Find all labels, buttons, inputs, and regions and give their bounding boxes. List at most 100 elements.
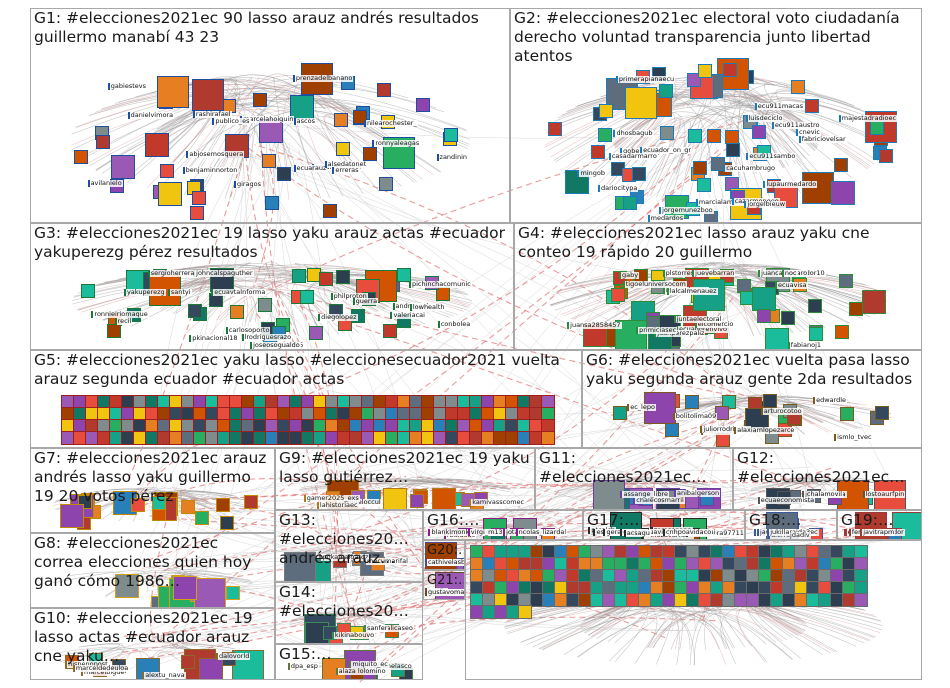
graph-node[interactable]: [261, 153, 276, 168]
graph-node[interactable]: [791, 80, 806, 95]
graph-node[interactable]: [252, 93, 267, 108]
graph-node[interactable]: [81, 284, 96, 299]
graph-node[interactable]: [230, 305, 245, 320]
graph-node[interactable]: [379, 176, 394, 191]
graph-node[interactable]: [416, 98, 431, 113]
graph-node[interactable]: [59, 504, 84, 529]
graph-node[interactable]: [834, 324, 849, 339]
graph-node[interactable]: [839, 406, 854, 421]
graph-node[interactable]: [383, 488, 408, 509]
graph-node[interactable]: [160, 164, 175, 179]
graph-node[interactable]: [151, 496, 166, 511]
graph-node[interactable]: [752, 125, 767, 140]
graph-node[interactable]: [541, 431, 555, 445]
graph-node[interactable]: [808, 327, 823, 342]
graph-node[interactable]: [631, 166, 646, 181]
graph-node[interactable]: [564, 170, 589, 195]
graph-node[interactable]: [191, 191, 206, 206]
graph-node[interactable]: [436, 287, 451, 302]
graph-node[interactable]: [291, 269, 306, 284]
graph-node[interactable]: [830, 180, 855, 205]
graph-node[interactable]: [752, 287, 777, 312]
graph-node[interactable]: [875, 405, 890, 420]
graph-node[interactable]: [870, 120, 885, 135]
graph-node[interactable]: [808, 299, 823, 314]
graph-node[interactable]: [862, 290, 887, 315]
graph-node[interactable]: [547, 122, 562, 137]
graph-node[interactable]: [707, 128, 722, 143]
graph-node[interactable]: [144, 132, 169, 157]
graph-node[interactable]: [611, 288, 626, 303]
graph-node[interactable]: [615, 320, 648, 349]
graph-node[interactable]: [157, 75, 190, 108]
graph-node[interactable]: [598, 103, 613, 118]
graph-node[interactable]: [353, 109, 368, 124]
graph-node[interactable]: [711, 156, 726, 171]
graph-node[interactable]: [244, 494, 259, 509]
graph-node[interactable]: [283, 552, 316, 581]
graph-node[interactable]: [658, 83, 673, 98]
graph-node[interactable]: [265, 195, 280, 210]
graph-node[interactable]: [625, 86, 658, 119]
graph-node[interactable]: [685, 394, 700, 409]
graph-node[interactable]: [597, 128, 612, 143]
graph-node[interactable]: [115, 574, 140, 599]
graph-node[interactable]: [692, 279, 725, 312]
graph-node[interactable]: [444, 127, 459, 142]
graph-node[interactable]: [215, 497, 230, 512]
graph-node[interactable]: [396, 268, 411, 283]
graph-node[interactable]: [258, 298, 273, 313]
graph-node[interactable]: [685, 495, 700, 509]
graph-node[interactable]: [362, 146, 377, 161]
graph-node[interactable]: [277, 166, 292, 181]
graph-node[interactable]: [219, 516, 234, 531]
graph-node[interactable]: [382, 323, 397, 338]
graph-node[interactable]: [74, 149, 89, 164]
graph-node[interactable]: [181, 500, 196, 515]
graph-node[interactable]: [172, 575, 197, 600]
graph-node[interactable]: [804, 99, 819, 114]
graph-node[interactable]: [192, 79, 225, 112]
graph-node[interactable]: [300, 289, 315, 304]
graph-node[interactable]: [188, 304, 203, 319]
graph-node[interactable]: [190, 206, 205, 221]
graph-node[interactable]: [722, 62, 737, 77]
graph-node[interactable]: [193, 578, 226, 607]
graph-node[interactable]: [757, 309, 772, 324]
graph-node[interactable]: [591, 145, 606, 160]
graph-node[interactable]: [833, 158, 848, 173]
graph-node[interactable]: [130, 497, 145, 512]
graph-node[interactable]: [376, 82, 391, 97]
graph-node[interactable]: [111, 155, 136, 180]
graph-node[interactable]: [333, 113, 348, 128]
graph-node[interactable]: [763, 394, 778, 409]
graph-node[interactable]: [96, 134, 111, 149]
graph-node[interactable]: [697, 178, 712, 193]
graph-node[interactable]: [764, 328, 789, 349]
graph-node[interactable]: [698, 64, 713, 79]
graph-node[interactable]: [623, 196, 638, 211]
graph-node[interactable]: [686, 73, 701, 88]
graph-node[interactable]: [659, 126, 674, 141]
graph-node[interactable]: [854, 593, 868, 607]
graph-node[interactable]: [432, 488, 457, 509]
graph-node[interactable]: [318, 271, 333, 286]
graph-node[interactable]: [781, 310, 796, 325]
graph-node[interactable]: [409, 494, 424, 509]
graph-node[interactable]: [195, 510, 209, 525]
graph-node[interactable]: [839, 274, 854, 289]
graph-node[interactable]: [518, 605, 532, 619]
graph-node[interactable]: [323, 203, 338, 218]
graph-node[interactable]: [879, 149, 894, 163]
graph-node[interactable]: [335, 270, 350, 285]
graph-node[interactable]: [336, 141, 351, 156]
graph-node[interactable]: [692, 161, 707, 175]
graph-node[interactable]: [665, 422, 680, 437]
graph-node[interactable]: [158, 181, 183, 206]
graph-node[interactable]: [106, 323, 121, 338]
graph-node[interactable]: [199, 657, 224, 679]
graph-node[interactable]: [309, 326, 324, 341]
graph-node[interactable]: [612, 405, 627, 420]
graph-node[interactable]: [225, 586, 240, 601]
graph-node[interactable]: [180, 654, 195, 669]
